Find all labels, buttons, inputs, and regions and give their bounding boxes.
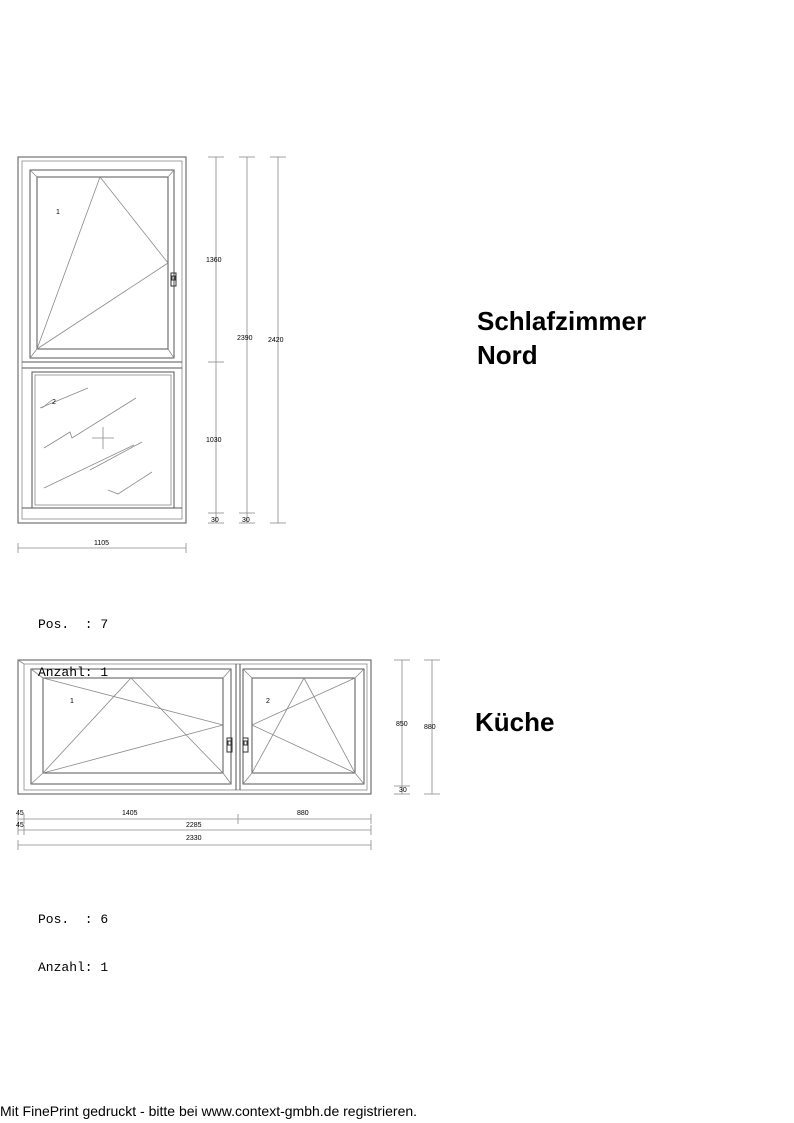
window-1-dimension-lines [17,156,286,553]
dim-inner-height: 2390 [237,335,253,342]
sash-label-left: 1 [70,698,74,705]
window-1-opening-lines [36,176,169,350]
position-line: Pos. : 6 [38,912,109,927]
window-2-dimension-lines [17,659,440,850]
room-name-kitchen: Küche [475,707,555,737]
count-line: Anzahl: 1 [38,960,109,975]
handle-icon [170,272,177,287]
dim-bottom-b: 30 [242,517,250,524]
dim-inner-width: 2285 [186,822,202,829]
window-1-frame [17,156,187,524]
position-info-7: Pos. : 7 Anzahl: 1 [38,585,108,697]
dim-total-width: 2330 [186,835,202,842]
handle-left-icon [226,737,233,753]
dim-total-height: 2420 [268,337,284,344]
dim-height-inner: 850 [396,721,408,728]
count-line: Anzahl: 1 [38,665,109,680]
dim-bottom-a: 30 [211,517,219,524]
dim-upper-height: 1360 [206,257,222,264]
dim-width: 1105 [94,540,109,547]
dim-right-width: 880 [297,810,309,817]
dim-height-total: 880 [424,724,436,731]
window-2-opening-lines [42,677,356,774]
dim-offset-bottom: 45 [16,822,24,829]
room-name-line-2: Nord [477,340,538,370]
sash-label-lower: 2 [52,399,56,406]
sash-label-upper: 1 [56,209,60,216]
dim-offset-top: 45 [16,810,24,817]
dim-bottom: 30 [399,787,407,794]
dim-lower-height: 1030 [206,437,222,444]
position-line: Pos. : 7 [38,617,109,632]
handle-right-icon [242,737,249,753]
dim-left-width: 1405 [122,810,138,817]
footer-note: Mit FinePrint gedruckt - bitte bei www.c… [0,1103,418,1119]
room-name-bedroom: Schlafzimmer Nord [477,304,646,372]
sash-label-right: 2 [266,698,270,705]
position-info-6: Pos. : 6 Anzahl: 1 [38,880,108,992]
room-name-line-1: Schlafzimmer [477,306,647,336]
fixed-glazing-symbol [39,387,153,495]
window-2-frame [17,659,372,795]
